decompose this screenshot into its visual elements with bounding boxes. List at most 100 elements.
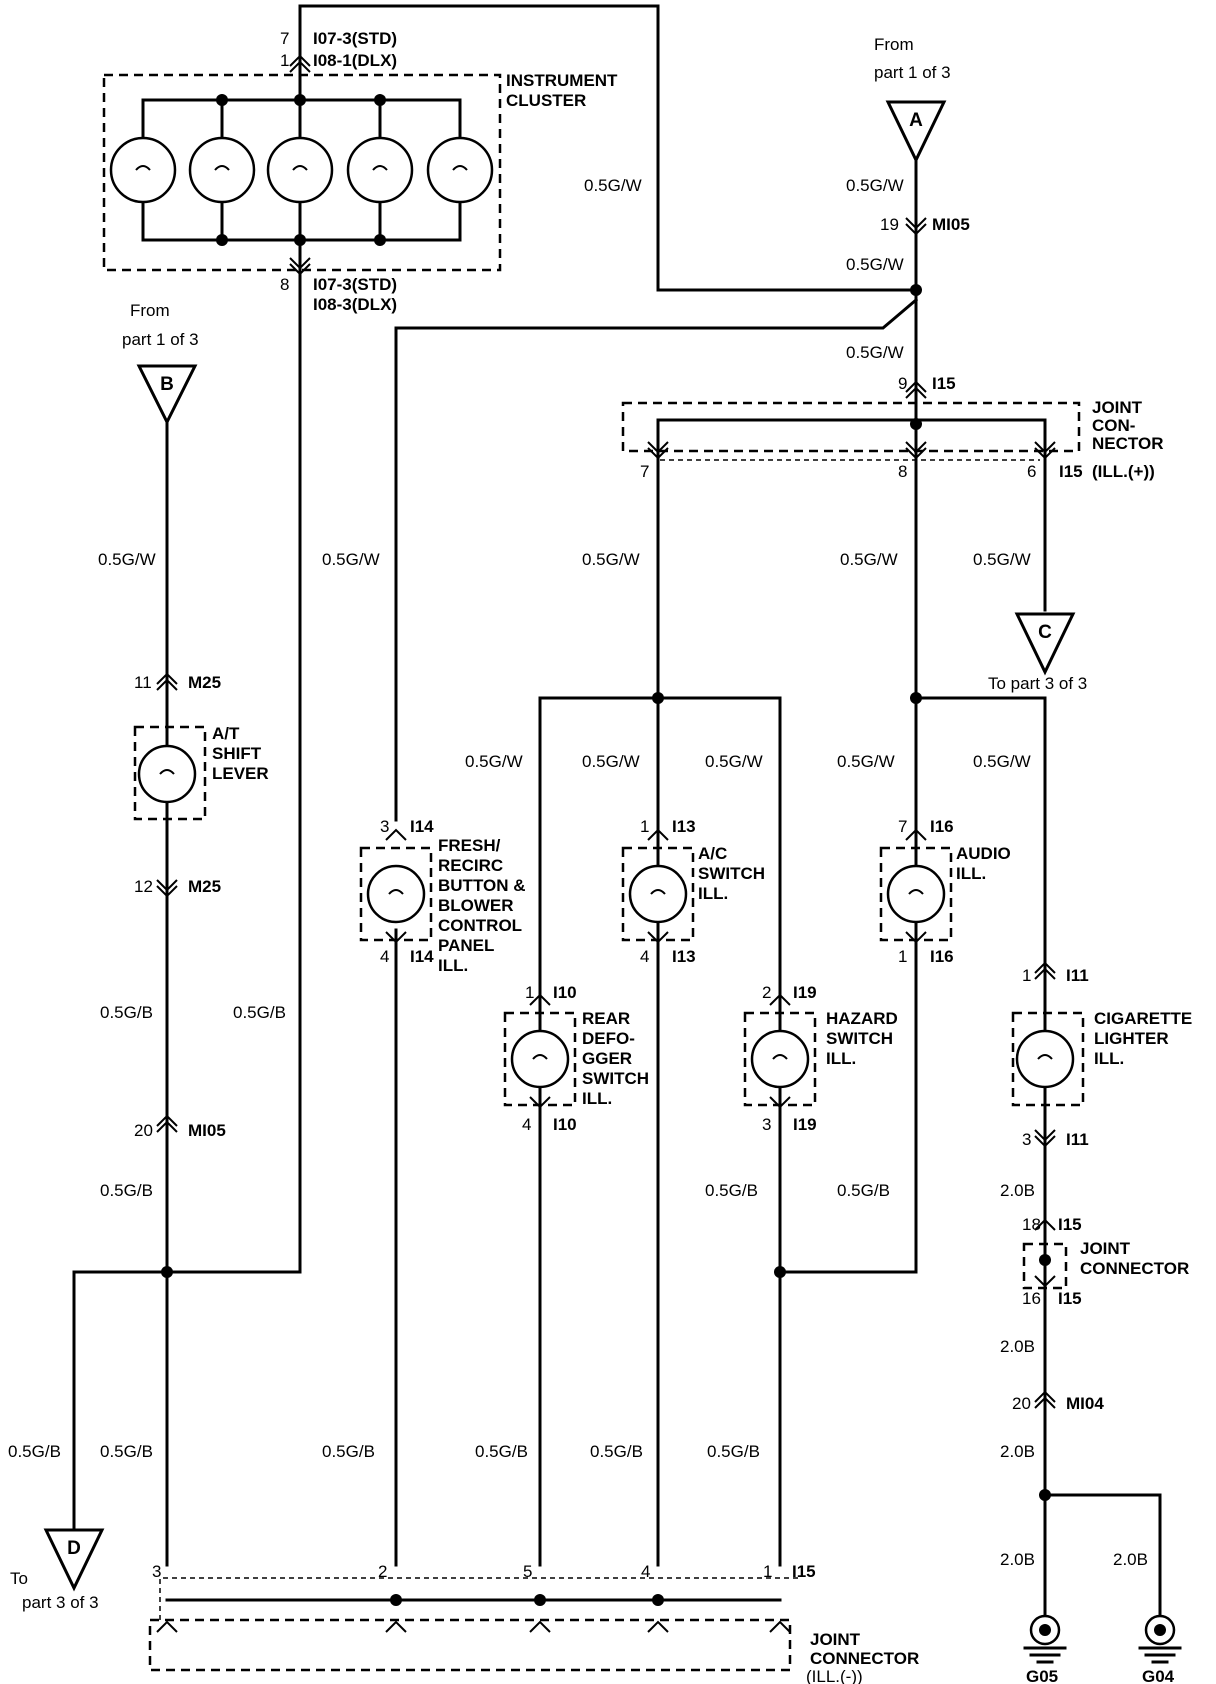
connector-id: I15	[1059, 462, 1083, 481]
offpage-c	[1014, 612, 1076, 676]
cluster-bulb-2	[188, 136, 256, 204]
connector-id: I11	[1066, 966, 1089, 985]
pin-number: 1	[525, 983, 534, 1002]
audio-box	[879, 846, 953, 942]
wire-label: 0.5G/B	[322, 1442, 375, 1461]
pin-number: 8	[280, 275, 289, 294]
wire-label: 0.5G/B	[705, 1181, 758, 1200]
wire-color-labels: 0.5G/W 0.5G/W 0.5G/W 0.5G/W 0.5G/W 0.5G/…	[8, 176, 1148, 1569]
component-label: A/C	[698, 844, 727, 863]
chev-i10-4	[529, 1096, 551, 1109]
pin-number: 19	[880, 215, 899, 234]
chev-i19-2	[769, 993, 791, 1006]
connector-id: I19	[793, 1115, 817, 1134]
pin-number: 2	[762, 983, 771, 1002]
cluster-bulb-4	[346, 136, 414, 204]
wire-label: 0.5G/W	[973, 752, 1031, 771]
cluster-bulb-5	[426, 136, 494, 204]
connector-id: M25	[188, 673, 221, 692]
ground-g05-symbol	[1023, 1646, 1067, 1664]
offpage-d	[43, 1528, 105, 1592]
chev-i16-7	[905, 828, 927, 841]
pin-number: 12	[134, 877, 153, 896]
wires	[72, 4, 1162, 1617]
component-label: ILL.	[1094, 1049, 1124, 1068]
component-label: JOINT	[810, 1630, 861, 1649]
pin-number: 20	[134, 1121, 153, 1140]
wire-label: 0.5G/B	[100, 1003, 153, 1022]
wire-to-d	[72, 1270, 169, 1532]
pin-number: 3	[1022, 1130, 1031, 1149]
chev-cluster-bot	[289, 257, 311, 276]
pin-number: 1	[280, 51, 289, 70]
wire-audio	[778, 696, 918, 1274]
pin-number: 4	[522, 1115, 531, 1134]
chev-m25-11	[156, 672, 178, 691]
component-label: CONNECTOR	[1080, 1259, 1189, 1278]
cigarette-lighter-box	[1011, 1011, 1085, 1107]
wire-label: 0.5G/W	[973, 550, 1031, 569]
wire-label: 0.5G/W	[846, 343, 904, 362]
cigarette-lighter-bulb	[1015, 1029, 1075, 1089]
wire-label: 0.5G/B	[590, 1442, 643, 1461]
chev-i11-1	[1034, 961, 1056, 980]
connector-id: I15	[932, 374, 956, 393]
from-label: From	[874, 35, 914, 54]
rear-defogger-box	[503, 1011, 577, 1107]
cluster-bulb-3	[266, 136, 334, 204]
component-label: GGER	[582, 1049, 632, 1068]
cluster-bulb-1	[109, 136, 177, 204]
part-ref-label: part 1 of 3	[122, 330, 199, 349]
pin-number: 20	[1012, 1394, 1031, 1413]
component-outlines	[102, 73, 1085, 1672]
component-label: FRESH/	[438, 836, 501, 855]
offpage-c-letter: C	[1038, 622, 1052, 643]
connector-id: I07-3(STD)	[313, 275, 397, 294]
part-ref-label: To part 3 of 3	[988, 674, 1087, 693]
chev-mi05-19	[905, 217, 927, 236]
offpage-a-letter: A	[909, 110, 923, 131]
component-label: BUTTON &	[438, 876, 526, 895]
component-label: SWITCH	[698, 864, 765, 883]
rear-defogger-bulb	[510, 1029, 570, 1089]
component-label: NECTOR	[1092, 434, 1163, 453]
pin-number: 3	[380, 817, 389, 836]
wire-label: 0.5G/B	[837, 1181, 890, 1200]
pin-number: 4	[641, 1562, 650, 1581]
component-label: A/T	[212, 724, 240, 743]
chev-i15-8	[905, 441, 927, 460]
wire-label: 0.5G/B	[100, 1442, 153, 1461]
chev-i11-3	[1034, 1129, 1056, 1148]
pin-number: 3	[762, 1115, 771, 1134]
shift-lever-bulb	[137, 744, 197, 804]
connector-id: I16	[930, 817, 954, 836]
component-label: ILL.	[582, 1089, 612, 1108]
component-label: CLUSTER	[506, 91, 586, 110]
wire-label: 0.5G/W	[846, 255, 904, 274]
connector-id: I15	[1058, 1215, 1082, 1234]
component-label: ILL.	[698, 884, 728, 903]
wire-label: 0.5G/B	[475, 1442, 528, 1461]
component-label: (ILL.(+))	[1092, 462, 1155, 481]
offpage-d-letter: D	[67, 1538, 81, 1559]
pin-number: 7	[640, 462, 649, 481]
component-label: SWITCH	[826, 1029, 893, 1048]
ac-switch-bulb	[628, 864, 688, 924]
component-label: CONTROL	[438, 916, 522, 935]
wire-jc-plus-bus	[656, 418, 1047, 454]
component-label: BLOWER	[438, 896, 514, 915]
component-label: CIGARETTE	[1094, 1009, 1192, 1028]
bulbs	[109, 136, 1075, 1089]
component-label: CONNECTOR	[810, 1649, 919, 1668]
joint-connector-minus-box	[148, 1618, 792, 1672]
connector-id: I15	[792, 1562, 816, 1581]
wire-label: 0.5G/B	[707, 1442, 760, 1461]
connector-id: I11	[1066, 1130, 1089, 1149]
reference-labels: From part 1 of 3 From part 1 of 3 To par…	[10, 35, 1175, 1684]
chev-i14-3	[385, 828, 407, 841]
connector-id: MI04	[1066, 1394, 1104, 1413]
wire-label: 0.5G/B	[233, 1003, 286, 1022]
ground-g04-symbol	[1138, 1646, 1182, 1664]
wire-label: 0.5G/W	[322, 550, 380, 569]
chev-mi05-20	[156, 1114, 178, 1133]
